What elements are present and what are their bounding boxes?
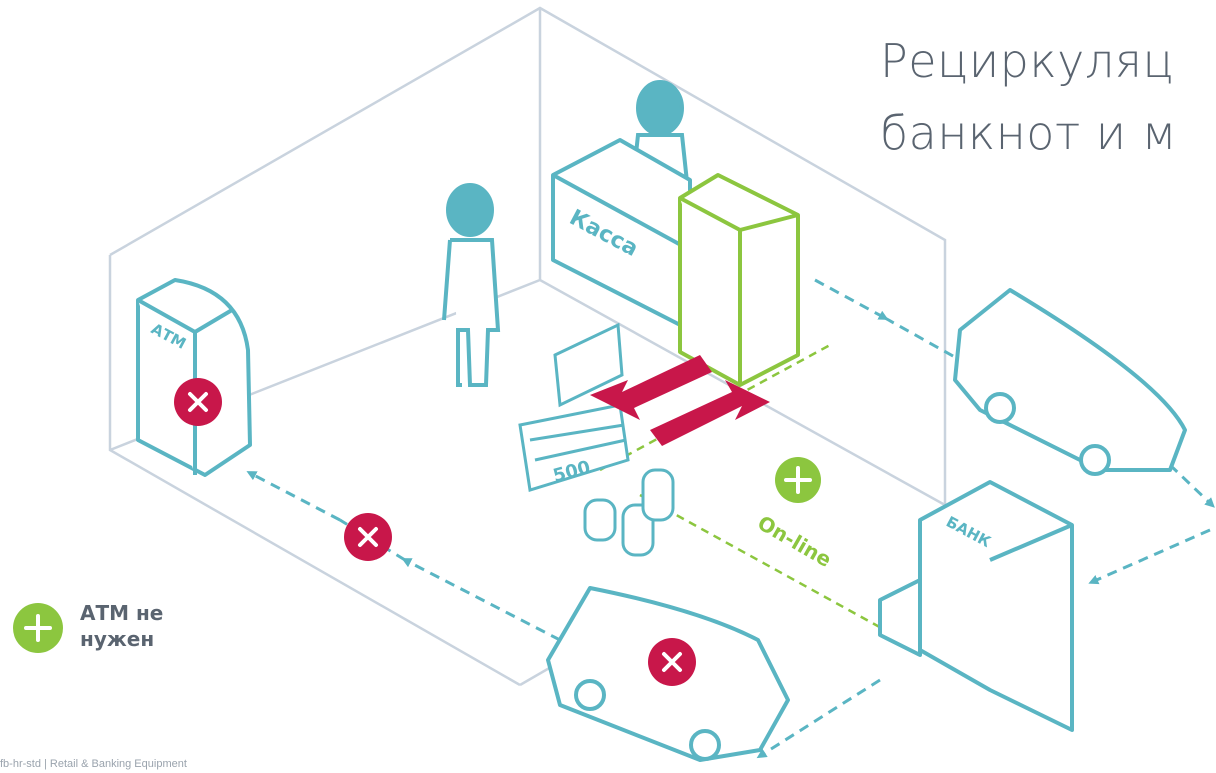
van-icon [953, 288, 1187, 476]
plus-icon [13, 603, 63, 653]
exchange-arrows [590, 355, 770, 446]
x-icon [344, 513, 392, 561]
x-icon [174, 378, 222, 426]
person-icon [442, 183, 501, 387]
atm-icon [136, 278, 252, 477]
page-title-line2: банкнот и м [880, 106, 1177, 160]
benefit-line2: нужен [80, 627, 155, 651]
online-label: On-line [754, 511, 836, 572]
plus-icon [775, 457, 821, 503]
arrow-left [590, 355, 712, 420]
x-icon [648, 638, 696, 686]
recycler-box [678, 173, 800, 387]
page-title-line1: Рециркуляц [880, 34, 1175, 88]
footer-text: fb-hr-std | Retail & Banking Equipment [0, 758, 187, 770]
arrow-right [650, 380, 770, 446]
coins-icon [583, 468, 675, 557]
card-icon [553, 322, 624, 408]
benefit-line1: АТМ не [80, 601, 164, 625]
banknote-icon [518, 403, 630, 492]
benefit-text: АТМ не нужен [80, 600, 163, 652]
bank-building-icon [878, 480, 1074, 732]
room-outline [108, 6, 947, 687]
